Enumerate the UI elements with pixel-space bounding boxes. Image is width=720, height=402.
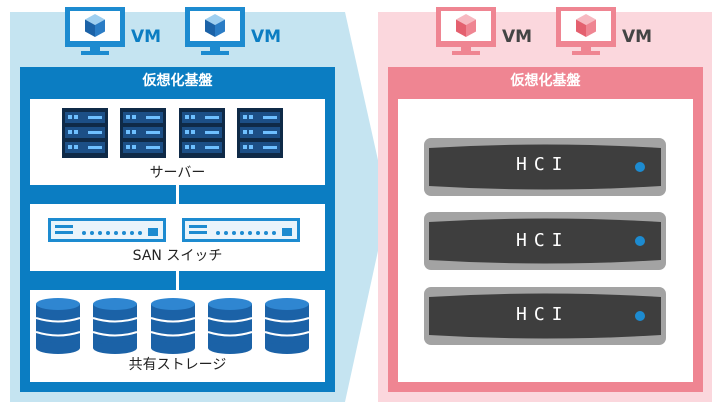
vm-label: VM [502,27,533,47]
vm-label: VM [622,27,653,47]
vm-monitor-icon [65,7,125,55]
san-switch-icons [48,218,300,242]
connector-line [176,271,179,290]
vm-label: VM [131,27,162,47]
hci-label: HCI [516,304,570,325]
vm-monitor-icon [436,7,496,55]
hci-unit-icon [424,212,666,270]
vm-monitor-icon [556,7,616,55]
left-virtualization-title: 仮想化基盤 [142,73,213,89]
server-rack-icons [62,108,283,158]
servers-label: サーバー [149,165,206,181]
hci-unit-icon [424,138,666,196]
storage-cylinder-icons [36,298,310,354]
connector-line [176,185,179,204]
hci-unit-icon [424,287,666,345]
hci-label: HCI [516,154,570,175]
hci-label: HCI [516,230,570,251]
san-switch-label: SAN スイッチ [132,248,223,264]
vm-monitor-icon [185,7,245,55]
vm-label: VM [251,27,282,47]
right-virtualization-title: 仮想化基盤 [510,73,581,89]
shared-storage-label: 共有ストレージ [128,357,227,373]
